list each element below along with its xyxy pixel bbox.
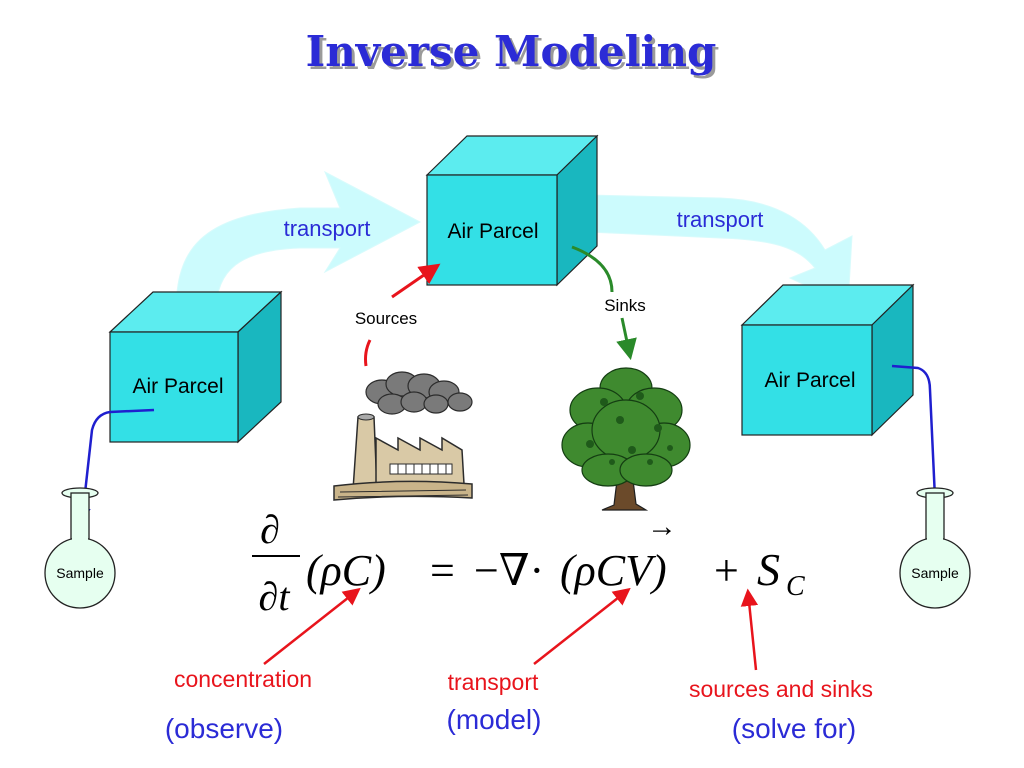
equation-partial-denominator: ∂t: [259, 574, 291, 619]
equation-source-symbol: S: [757, 544, 780, 595]
sources-label: Sources: [355, 309, 417, 328]
equation-source-subscript: C: [786, 571, 805, 602]
sources-and-sinks-label: sources and sinks: [689, 676, 873, 702]
air-parcel-cube-right: Air Parcel: [740, 283, 915, 437]
sample-label-right: Sample: [911, 565, 959, 581]
transport-annotation-label: transport: [448, 669, 539, 695]
model-label: (model): [447, 704, 542, 735]
equation-partial-numerator: ∂: [260, 507, 280, 552]
air-parcel-label-left: Air Parcel: [132, 375, 223, 398]
air-parcel-label-right: Air Parcel: [764, 369, 855, 392]
page-title-shadow: Inverse Modeling: [309, 30, 720, 79]
air-parcel-cube-left: Air Parcel: [108, 290, 283, 444]
observe-label: (observe): [165, 713, 283, 744]
sample-line-right: [891, 364, 943, 523]
page-title: Inverse Modeling: [306, 27, 717, 76]
transport-term-arrow: [533, 587, 631, 665]
equation-concentration-term: (ρC): [306, 546, 386, 595]
equation-plus: +: [714, 546, 739, 595]
solve-for-label: (solve for): [732, 713, 856, 744]
continuity-equation: ∂ ∂t (ρC) = −∇· (ρCV) → + S C: [252, 507, 805, 619]
sinks-arrow: [571, 245, 614, 293]
sinks-label: Sinks: [604, 296, 646, 315]
sources-arrow-tail: [364, 339, 372, 367]
equation-equals: =: [430, 546, 455, 595]
sources-arrow: [391, 263, 441, 299]
sources-sinks-arrow: [740, 588, 759, 671]
equation-divergence: −∇·: [474, 546, 544, 595]
sample-line-left: [75, 408, 155, 523]
air-parcel-label-center: Air Parcel: [447, 220, 538, 243]
air-parcel-cube-center: Air Parcel: [425, 134, 599, 287]
flask-icon-left: Sample: [44, 487, 116, 609]
equation-vector-arrow: →: [647, 510, 677, 543]
transport-label-left: transport: [284, 216, 371, 241]
sinks-arrow-head: [616, 317, 637, 361]
transport-arrow-left: [175, 170, 422, 313]
concentration-arrow: [263, 587, 361, 665]
transport-label-right: transport: [677, 207, 764, 232]
sample-label-left: Sample: [56, 565, 104, 581]
flask-icon-right: Sample: [899, 487, 971, 609]
tree-icon: [561, 367, 691, 511]
concentration-label: concentration: [174, 666, 312, 692]
factory-icon: [333, 371, 473, 501]
equation-transport-term: (ρCV): [560, 546, 667, 595]
